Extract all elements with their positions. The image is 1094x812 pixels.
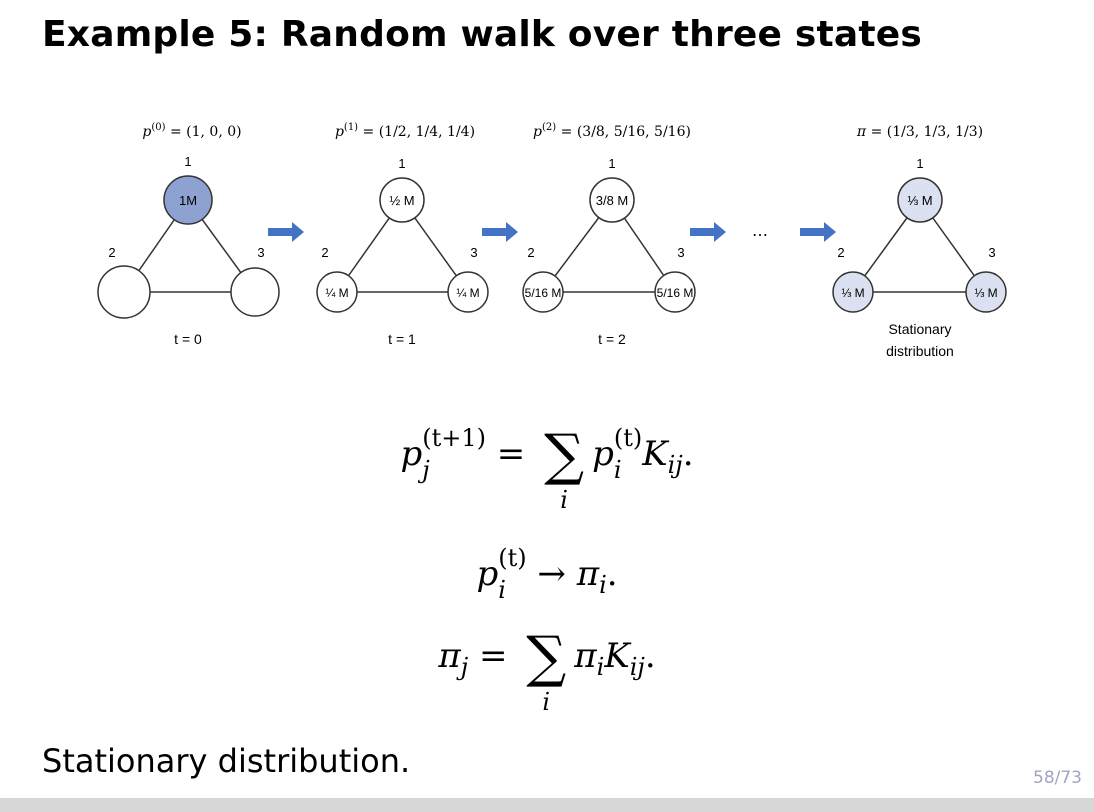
- formula3-sum: ∑i: [526, 625, 567, 717]
- ellipsis: …: [752, 221, 768, 240]
- node-mass-1: ⅓ M: [907, 193, 932, 208]
- node-mass-1: 1M: [179, 193, 197, 208]
- formula2-period: .: [606, 554, 618, 594]
- formula1-lhs-sub: j: [422, 456, 430, 484]
- state-node-1: [163, 175, 213, 225]
- distribution-label-3: π = (1/3, 1/3, 1/3): [856, 124, 983, 140]
- formula1-rhs-sub: i: [613, 456, 622, 484]
- formula1-rhs-sup: (t): [613, 424, 643, 452]
- node-number-1: 1: [398, 156, 405, 171]
- formula1-sum: ∑i: [544, 423, 585, 515]
- state-node-1: [897, 177, 943, 223]
- formula3-pi: π: [438, 636, 461, 676]
- formula1-K: K: [642, 434, 668, 474]
- state-node-1: [379, 177, 425, 223]
- formula3-rhs-pi: π: [574, 636, 597, 676]
- node-number-1: 1: [184, 154, 191, 169]
- formula3-sum-index: i: [542, 688, 551, 716]
- state-node-3: [230, 267, 280, 317]
- random-walk-figure: p(0) = (1, 0, 0) 1 2 3 1M t = 0 p(1) = (1/2, 1…: [97, 122, 1007, 359]
- state-node-2: [832, 271, 874, 313]
- formula2-arrow: →: [537, 554, 566, 594]
- formula3-period: .: [644, 636, 656, 676]
- state-node-2: [97, 265, 151, 319]
- node-mass-1: ½ M: [389, 193, 414, 208]
- node-mass-2: ⅓ M: [841, 286, 864, 300]
- formula-convergence: p(t)i → πi.: [0, 546, 1094, 604]
- formula2-sub: i: [498, 576, 506, 604]
- node-number-1: 1: [608, 156, 615, 171]
- conclusion-text: Stationary distribution.: [42, 742, 411, 780]
- transition-arrow-icon: [800, 222, 836, 242]
- formula3-rhs-pi-sub: i: [596, 653, 605, 681]
- transition-arrow-icon: [268, 222, 304, 242]
- formula1-equals: =: [496, 434, 526, 474]
- formula3-equals: =: [478, 636, 508, 676]
- node-mass-2: 5/16 M: [525, 286, 562, 300]
- node-number-3: 3: [988, 245, 995, 260]
- node-number-3: 3: [677, 245, 684, 260]
- state-node-1: [589, 177, 635, 223]
- node-number-3: 3: [470, 245, 477, 260]
- formula1-rhs-p: p: [592, 434, 614, 474]
- node-mass-2: ¼ M: [325, 286, 348, 300]
- distribution-label-2: p(2) = (3/8, 5/16, 5/16): [533, 122, 691, 140]
- state-node-3: [965, 271, 1007, 313]
- page-number: 58/73: [1033, 768, 1082, 788]
- state-node-3: [654, 271, 696, 313]
- formula1-sum-index: i: [560, 486, 568, 514]
- formula1-K-sub: ij: [667, 451, 683, 479]
- formula3-K-sub: ij: [629, 653, 645, 681]
- state-node-2: [316, 271, 358, 313]
- formula1-period: .: [682, 434, 694, 474]
- node-mass-1: 3/8 M: [596, 193, 629, 208]
- transition-arrow-icon: [482, 222, 518, 242]
- time-label-2: t = 2: [598, 331, 626, 347]
- slide-title: Example 5: Random walk over three states: [42, 14, 923, 55]
- node-mass-3: 5/16 M: [657, 286, 694, 300]
- formula1-lhs-p: p: [400, 434, 423, 474]
- node-number-2: 2: [321, 245, 328, 260]
- node-number-1: 1: [916, 156, 923, 171]
- node-number-3: 3: [257, 245, 264, 260]
- time-label-1: t = 1: [388, 331, 416, 347]
- footer-bar: [0, 798, 1094, 812]
- formula1-lhs-sup: (t+1): [422, 424, 486, 452]
- time-label-0: t = 0: [174, 331, 202, 347]
- node-mass-3: ⅓ M: [974, 286, 997, 300]
- formula2-sup: (t): [498, 544, 527, 572]
- node-number-2: 2: [108, 245, 115, 260]
- distribution-label-1: p(1) = (1/2, 1/4, 1/4): [335, 122, 475, 140]
- formula2-pi-sub: i: [599, 571, 607, 599]
- state-node-2: [522, 271, 564, 313]
- distribution-label-0: p(0) = (1, 0, 0): [142, 122, 241, 140]
- formula3-pi-sub: j: [460, 653, 469, 681]
- stationary-label-line2: distribution: [886, 343, 954, 359]
- stationary-label-line1: Stationary: [888, 321, 951, 337]
- node-mass-3: ¼ M: [456, 286, 479, 300]
- formula2-p: p: [476, 554, 499, 594]
- formula3-K: K: [604, 636, 630, 676]
- node-number-2: 2: [837, 245, 844, 260]
- transition-arrow-icon: [690, 222, 726, 242]
- state-node-3: [447, 271, 489, 313]
- node-number-2: 2: [527, 245, 534, 260]
- formula2-pi: π: [576, 554, 600, 594]
